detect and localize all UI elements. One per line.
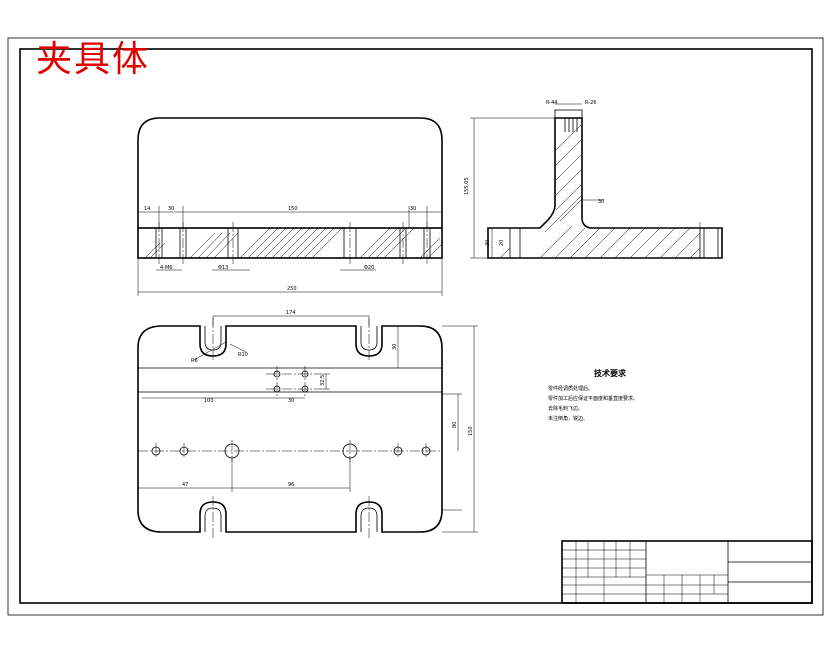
plan-dim-100: 100 <box>204 398 214 404</box>
side-view <box>470 103 723 259</box>
front-dim-30a: 30 <box>168 206 174 212</box>
notes-line-2: 零件加工后应保证平面度和垂直度要求。 <box>548 395 638 402</box>
front-hatch <box>144 227 443 259</box>
side-dim-top-left: R-44 <box>546 100 557 106</box>
notes-line-1: 零件经调质处理后。 <box>548 385 593 392</box>
side-hatch <box>499 124 701 259</box>
plan-dim-top: 174 <box>286 310 296 316</box>
plan-dim-r10: R10 <box>238 352 248 358</box>
title-block <box>561 540 813 604</box>
notes-line-4: 未注倒角，锐边。 <box>548 415 588 422</box>
inner-border <box>19 48 813 604</box>
plan-dim-96: 96 <box>288 482 294 488</box>
front-hole-label-right: Φ20 <box>364 265 374 271</box>
side-dim-20: 20 <box>499 240 505 246</box>
plan-dim-150: 150 <box>468 426 474 436</box>
plan-view <box>137 315 478 540</box>
notes-line-3: 去除毛刺飞边。 <box>548 405 583 412</box>
outer-border <box>7 37 824 616</box>
front-hole-label-mid: Φ13 <box>218 265 228 271</box>
front-hole-label-left: 4-M6 <box>160 265 172 271</box>
side-dim-height: 155.05 <box>464 178 470 196</box>
front-dim-14: 14 <box>144 206 150 212</box>
plan-dim-80: 80 <box>452 422 458 428</box>
side-dim-top-right: R-26 <box>585 100 596 106</box>
front-view <box>137 117 443 296</box>
plan-dim-30a: 30 <box>392 344 398 350</box>
notes-heading: 技术要求 <box>594 368 627 378</box>
plan-dim-30b: 30 <box>288 398 294 404</box>
plan-dim-32: 32.5 <box>320 375 326 386</box>
side-dim-30: 30 <box>485 240 491 246</box>
plan-dim-47: 47 <box>182 482 188 488</box>
front-dim-30b: 30 <box>410 206 416 212</box>
front-dim-overall: 250 <box>287 286 297 292</box>
drawing-title: 夹具体 <box>36 39 151 80</box>
side-dim-mid: 30 <box>598 199 604 205</box>
plan-dim-r6: R6 <box>191 358 198 364</box>
front-dim-150: 150 <box>288 206 298 212</box>
